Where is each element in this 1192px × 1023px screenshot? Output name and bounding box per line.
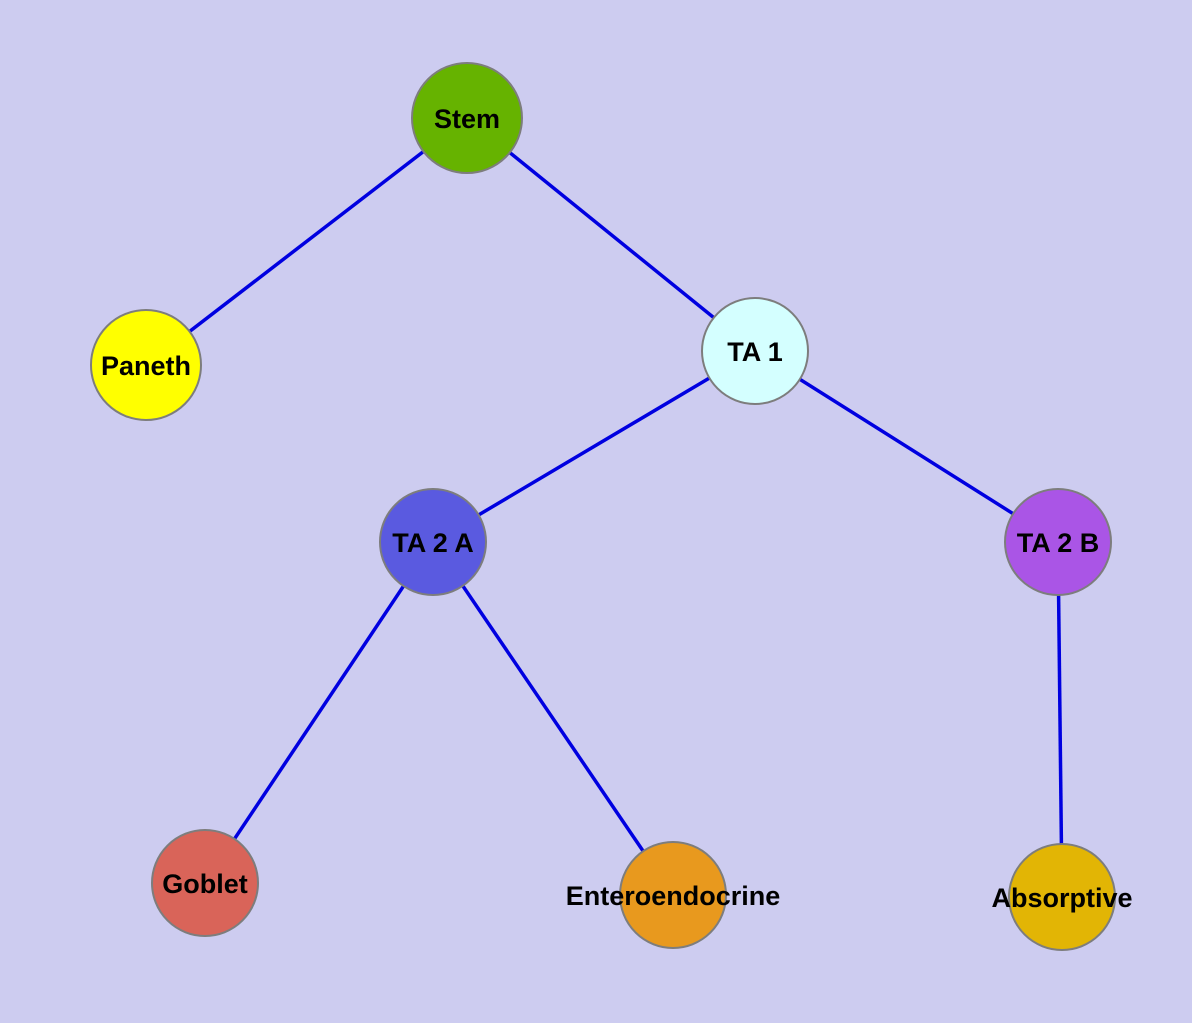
node-circle-ta-1[interactable]: [701, 297, 809, 405]
node-absorptive[interactable]: Absorptive: [991, 843, 1133, 951]
node-paneth[interactable]: Paneth: [90, 309, 202, 421]
node-ta-2-b[interactable]: TA 2 B: [1004, 488, 1112, 596]
node-label-ta-2-a: TA 2 A: [392, 528, 474, 558]
edge-ta-2-a-to-goblet: [203, 541, 435, 884]
node-label-ta-1: TA 1: [727, 337, 783, 367]
node-label-stem: Stem: [434, 104, 500, 134]
node-label-paneth: Paneth: [101, 351, 191, 381]
edge-stem-to-paneth: [144, 116, 469, 367]
node-label-enteroendocrine: Enteroendocrine: [566, 881, 781, 911]
node-label-goblet: Goblet: [162, 869, 248, 899]
edge-stem-to-ta-1: [465, 116, 757, 353]
node-circle-goblet[interactable]: [151, 829, 259, 937]
node-label-ta-2-b: TA 2 B: [1017, 528, 1100, 558]
node-circle-enteroendocrine[interactable]: [619, 841, 727, 949]
node-ta-1[interactable]: TA 1: [701, 297, 809, 405]
node-circle-paneth[interactable]: [90, 309, 202, 421]
node-circle-ta-2-a[interactable]: [379, 488, 487, 596]
node-circle-ta-2-b[interactable]: [1004, 488, 1112, 596]
node-circle-stem[interactable]: [411, 62, 523, 174]
edge-ta-2-b-to-absorptive: [1056, 541, 1064, 898]
node-ta-2-a[interactable]: TA 2 A: [379, 488, 487, 596]
edge-ta-1-to-ta-2-b: [754, 349, 1059, 544]
node-stem[interactable]: Stem: [411, 62, 523, 174]
edge-ta-2-a-to-enteroendocrine: [431, 541, 675, 896]
node-goblet[interactable]: Goblet: [151, 829, 259, 937]
node-circle-absorptive[interactable]: [1008, 843, 1116, 951]
node-label-absorptive: Absorptive: [991, 883, 1132, 913]
node-enteroendocrine[interactable]: Enteroendocrine: [566, 841, 781, 949]
edge-ta-1-to-ta-2-a: [432, 349, 756, 544]
